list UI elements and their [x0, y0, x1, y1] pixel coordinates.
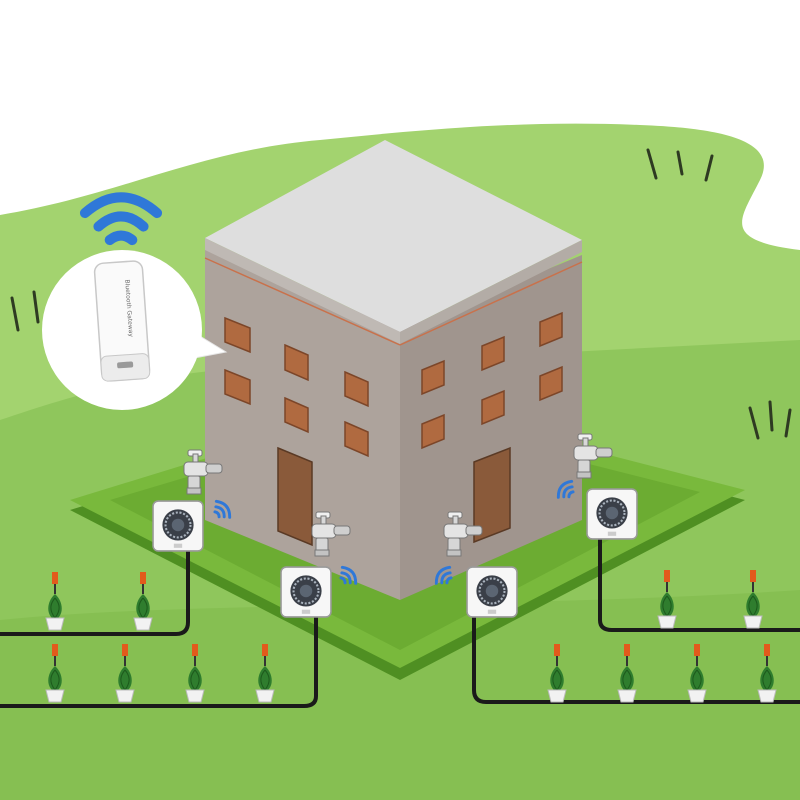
drip-pipes: [0, 528, 800, 708]
gateway-label: Bluetooth Gateway: [123, 279, 134, 337]
right-door: [473, 446, 511, 544]
building-roof: [205, 140, 582, 332]
building: [204, 140, 583, 600]
gateway-callout: Bluetooth Gateway: [42, 197, 228, 410]
gateway-device[interactable]: Bluetooth Gateway: [93, 260, 151, 382]
water-timer-icon[interactable]: [280, 566, 332, 618]
left-wall-windows: [224, 316, 369, 458]
right-wall-windows: [421, 311, 563, 450]
water-timer-icon[interactable]: [152, 500, 204, 552]
water-timer-icon[interactable]: [586, 488, 638, 540]
water-timer-icon[interactable]: [466, 566, 518, 618]
building-right-wall: [400, 255, 582, 600]
left-door: [277, 446, 313, 547]
lawn-bottom-band: [0, 590, 800, 800]
